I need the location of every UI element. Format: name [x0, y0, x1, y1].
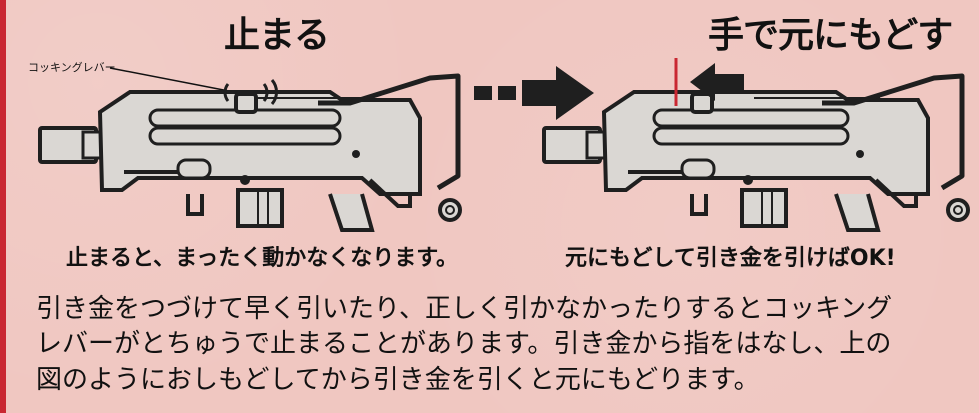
left-gun-illustration — [38, 73, 462, 232]
right-gun-illustration — [542, 58, 970, 232]
caption-right: 元にもどして引き金を引けばOK! — [565, 246, 896, 271]
instruction-line-2: レバーがとちゅうで止まることがあります。引き金から指をはなし、上の — [36, 329, 892, 360]
caption-left: 止まると、まったく動かなくなります。 — [66, 246, 459, 271]
instruction-text: 引き金をつづけて早く引いたり、正しく引かなかったりするとコッキング レバーがとち… — [36, 292, 971, 398]
heading-stops: 止まる — [224, 15, 330, 56]
dashed-right-arrow-icon — [522, 66, 594, 120]
left-arrow-icon — [690, 63, 744, 101]
cocking-lever-label: コッキングレバー — [28, 61, 116, 74]
instruction-line-3: 図のようにおしもどしてから引き金を引くと元にもどります。 — [36, 364, 760, 395]
motion-lines-icon — [223, 79, 278, 105]
left-border — [0, 0, 6, 413]
callout-leader-line — [109, 67, 235, 93]
transition-arrow — [474, 66, 594, 120]
instruction-line-1: 引き金をつづけて早く引いたり、正しく引かなかったりするとコッキング — [36, 294, 893, 324]
heading-reset-by-hand: 手で元にもどす — [708, 15, 953, 56]
